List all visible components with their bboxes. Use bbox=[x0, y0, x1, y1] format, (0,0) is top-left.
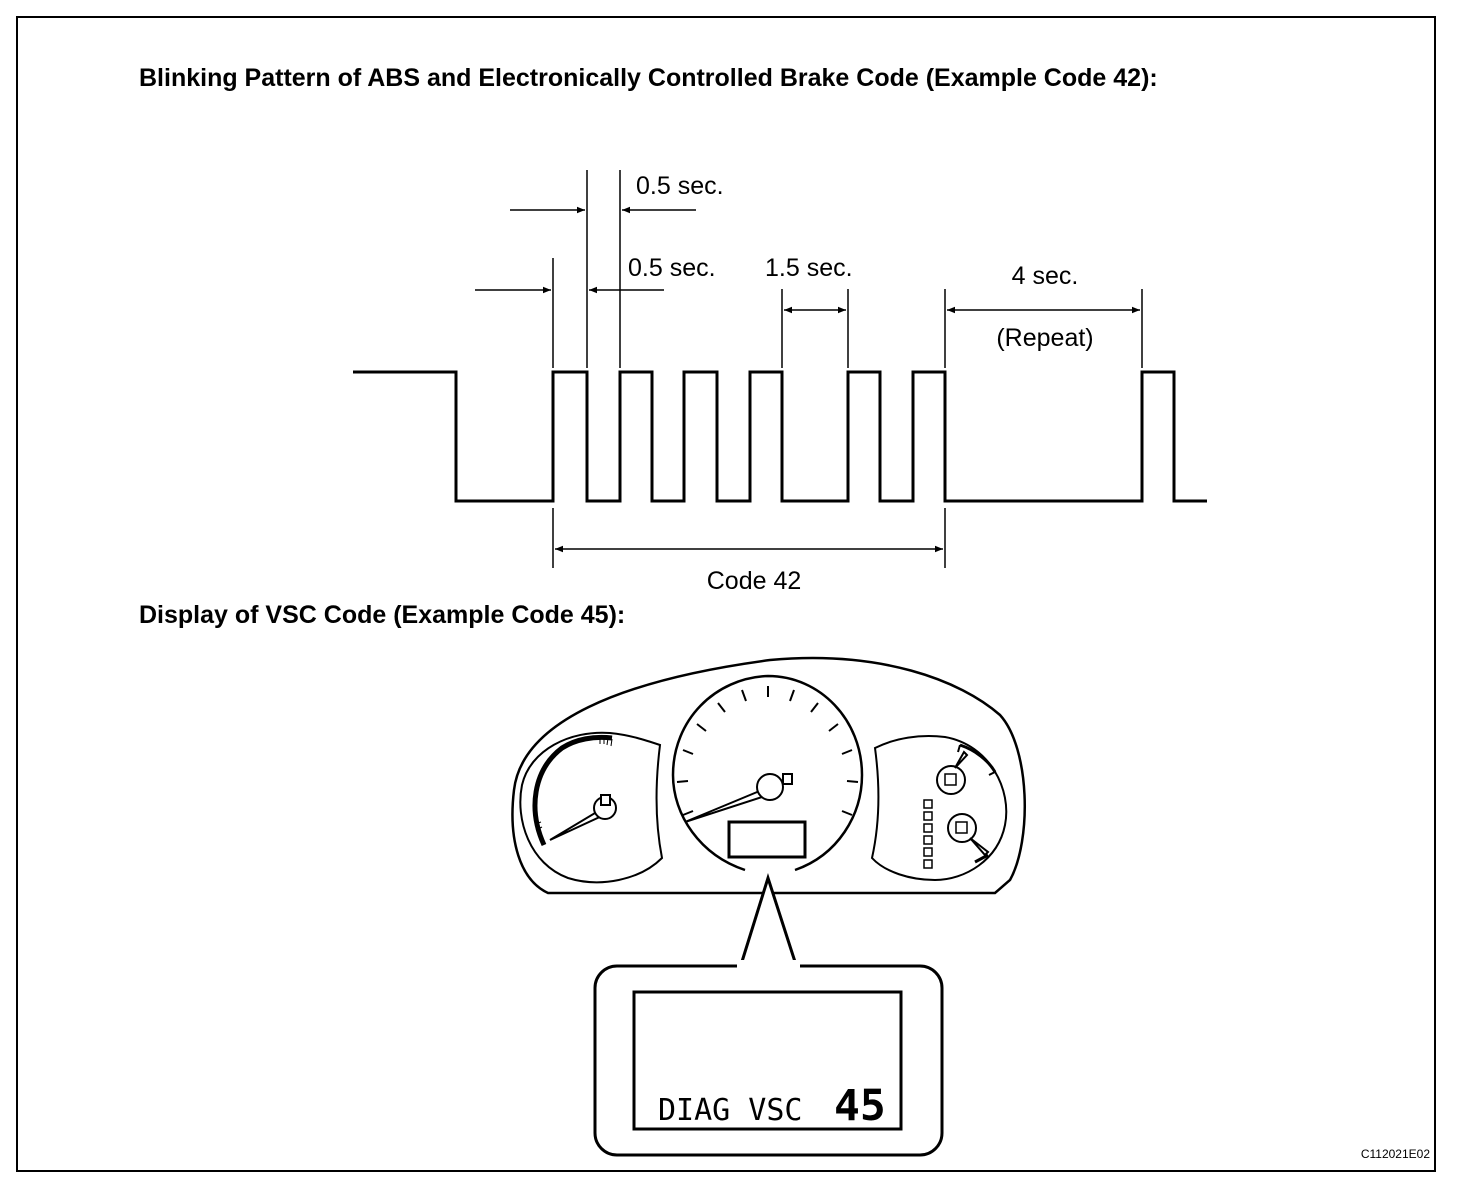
vsc-display-title: Display of VSC Code (Example Code 45): bbox=[139, 601, 626, 629]
speedometer-dial bbox=[671, 674, 864, 872]
pulse-on-label: 0.5 sec. bbox=[636, 172, 724, 200]
dimension-arrows bbox=[475, 206, 1140, 553]
pulse-off-label: 0.5 sec. bbox=[628, 254, 716, 282]
odometer-window bbox=[727, 820, 807, 859]
digit-gap-label: 1.5 sec. bbox=[765, 254, 853, 282]
gear-indicator-column bbox=[923, 799, 933, 869]
left-gauge-ticks bbox=[534, 737, 613, 831]
left-gauge-pod bbox=[519, 731, 664, 884]
left-gauge-scale bbox=[532, 734, 613, 847]
callout-pointer bbox=[738, 873, 799, 969]
repeat-label: (Repeat) bbox=[996, 324, 1093, 352]
diag-display-screen bbox=[632, 990, 903, 1131]
diagram-frame bbox=[16, 16, 1436, 1172]
blink-pattern-title: Blinking Pattern of ABS and Electronical… bbox=[139, 64, 1158, 92]
display-prefix-text: DIAG VSC bbox=[658, 1093, 803, 1128]
speedometer-ticks bbox=[676, 686, 859, 816]
display-code-text: 45 bbox=[834, 1081, 886, 1131]
temp-gauge-needle bbox=[969, 837, 990, 857]
speedometer-hub bbox=[756, 773, 784, 801]
instrument-cluster bbox=[511, 656, 1026, 895]
fuel-gauge-needle bbox=[954, 750, 969, 769]
extension-lines bbox=[552, 170, 1143, 568]
code-label: Code 42 bbox=[707, 567, 802, 595]
repeat-gap-label: 4 sec. bbox=[1012, 262, 1079, 290]
blink-waveform bbox=[353, 370, 1207, 503]
figure-reference-id: C112021E02 bbox=[1361, 1147, 1430, 1161]
fuel-gauge-hub bbox=[936, 765, 966, 795]
fuel-gauge-scale bbox=[959, 743, 997, 773]
temp-gauge-hub bbox=[947, 813, 977, 843]
